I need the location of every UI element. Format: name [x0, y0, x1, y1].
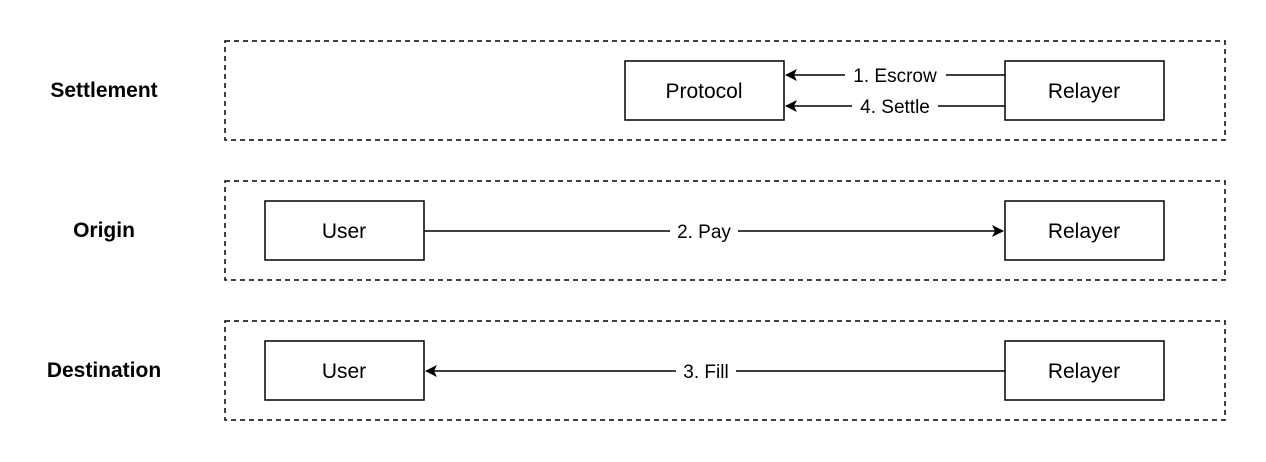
- settle-label: 4. Settle: [860, 97, 930, 118]
- escrow-arrow: 1. Escrow: [785, 64, 1005, 87]
- settlement-relayer-label: Relayer: [1048, 80, 1120, 103]
- pay-arrow: 2. Pay: [424, 220, 1004, 243]
- settle-arrow: 4. Settle: [785, 95, 1005, 118]
- destination-relayer-label: Relayer: [1048, 360, 1120, 383]
- origin-lane: [224, 180, 1226, 281]
- origin-lane-label: Origin: [73, 219, 135, 242]
- settlement-lane-label: Settlement: [50, 79, 157, 102]
- escrow-label: 1. Escrow: [853, 66, 937, 87]
- origin-user-label: User: [322, 220, 366, 243]
- origin-user-node: User: [264, 200, 425, 261]
- origin-relayer-label: Relayer: [1048, 220, 1120, 243]
- destination-relayer-node: Relayer: [1004, 340, 1165, 401]
- settlement-protocol-label: Protocol: [665, 80, 742, 103]
- pay-label: 2. Pay: [677, 222, 731, 243]
- destination-user-label: User: [322, 360, 366, 383]
- destination-lane-label: Destination: [47, 359, 161, 382]
- fill-arrow: 3. Fill: [425, 360, 1005, 383]
- destination-user-node: User: [264, 340, 425, 401]
- destination-lane: [224, 320, 1226, 421]
- origin-relayer-node: Relayer: [1004, 200, 1165, 261]
- settlement-lane: [224, 40, 1226, 141]
- fill-label: 3. Fill: [683, 362, 728, 383]
- settlement-relayer-node: Relayer: [1004, 60, 1165, 121]
- settlement-protocol-node: Protocol: [624, 60, 785, 121]
